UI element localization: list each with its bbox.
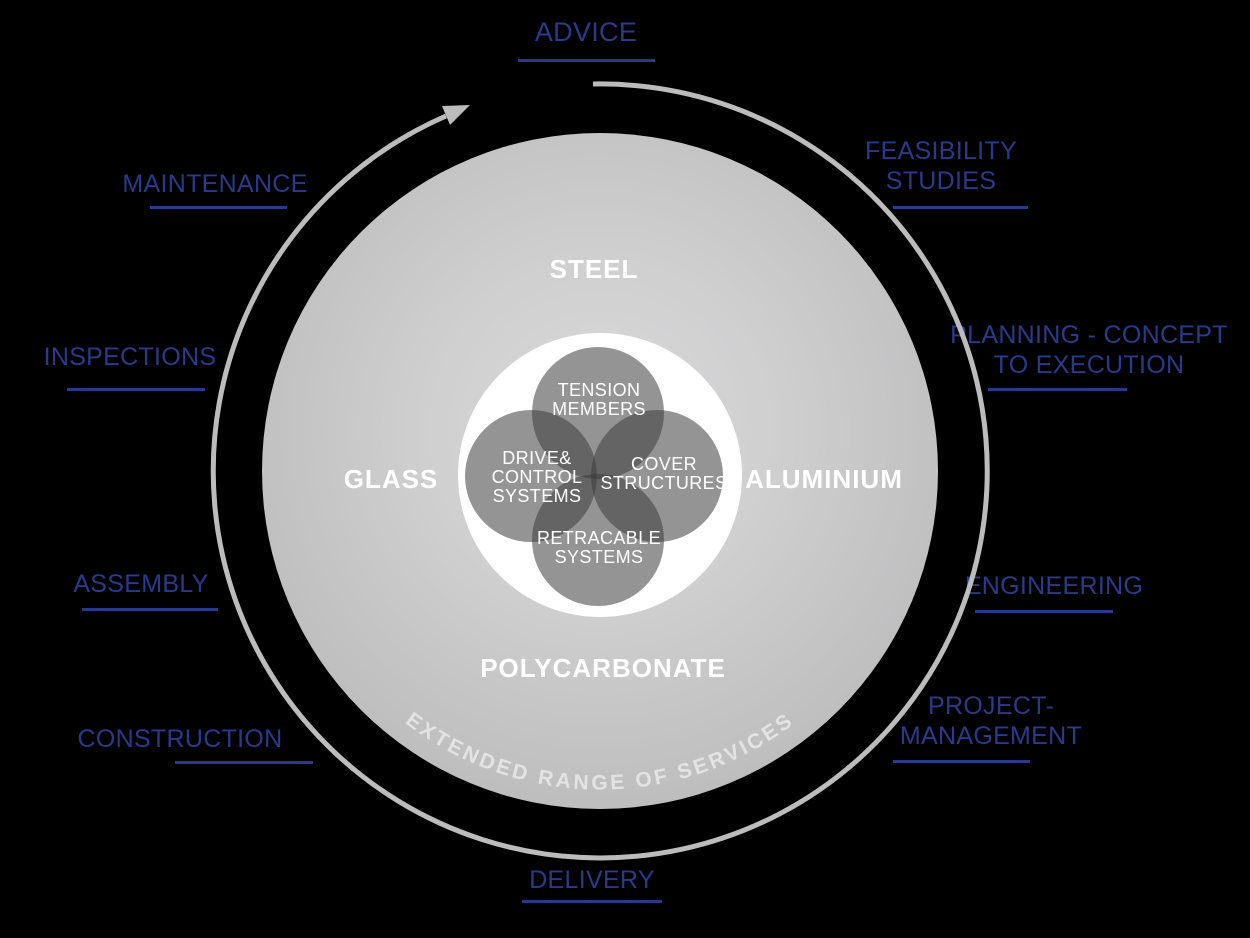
arrow-head-icon xyxy=(442,105,470,125)
service-underline-construction xyxy=(175,761,313,764)
service-underline-planning-concept-to-execution xyxy=(988,388,1127,391)
service-underline-assembly xyxy=(82,608,218,611)
service-underline-inspections xyxy=(67,388,205,391)
service-label-feasibility-studies: FEASIBILITY STUDIES xyxy=(865,137,1017,195)
product-label-drive-control-systems: DRIVE& CONTROL SYSTEMS xyxy=(491,448,583,506)
service-underline-project-management xyxy=(893,760,1030,763)
material-label-glass: GLASS xyxy=(343,464,439,494)
product-label-retracable-systems: RETRACABLE SYSTEMS xyxy=(536,528,662,567)
service-label-maintenance: MAINTENANCE xyxy=(122,170,308,198)
service-underline-delivery xyxy=(522,900,662,903)
service-label-advice: ADVICE xyxy=(534,17,638,47)
service-label-engineering: ENGINEERING xyxy=(964,572,1144,600)
material-label-aluminium: ALUMINIUM xyxy=(745,464,903,494)
service-underline-maintenance xyxy=(150,206,287,209)
material-label-polycarbonate: POLYCARBONATE xyxy=(480,653,726,683)
service-underline-engineering xyxy=(975,610,1113,613)
product-label-cover-structures: COVER STRUCTURES xyxy=(600,454,728,493)
service-label-assembly: ASSEMBLY xyxy=(73,570,209,598)
service-label-construction: CONSTRUCTION xyxy=(77,725,283,753)
product-label-tension-members: TENSION MEMBERS xyxy=(552,380,646,419)
service-label-project-management: PROJECT- MANAGEMENT xyxy=(899,692,1083,750)
service-label-inspections: INSPECTIONS xyxy=(43,343,217,371)
service-underline-feasibility-studies xyxy=(893,206,1028,209)
material-label-steel: STEEL xyxy=(549,254,639,284)
service-label-planning-concept-to-execution: PLANNING - CONCEPT TO EXECUTION xyxy=(950,321,1228,379)
service-label-delivery: DELIVERY xyxy=(529,866,655,894)
service-underline-advice xyxy=(518,59,655,62)
